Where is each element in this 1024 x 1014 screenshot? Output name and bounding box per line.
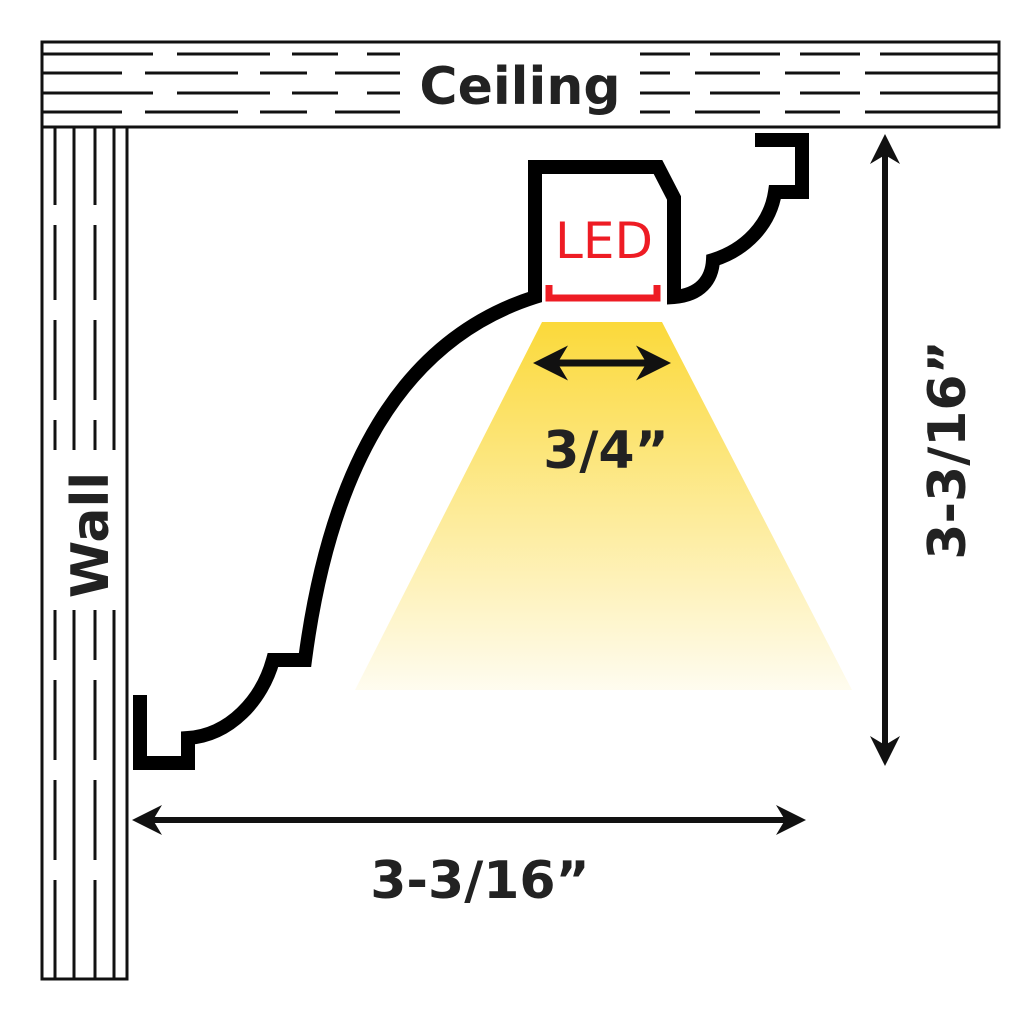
crown-molding-profile — [133, 133, 809, 770]
light-beam — [355, 322, 852, 690]
beam-width-label: 3/4” — [543, 421, 669, 481]
wall-board: Wall — [40, 125, 129, 981]
height-label: 3-3/16” — [918, 340, 978, 559]
led-label: LED — [555, 212, 653, 270]
ceiling-board: Ceiling — [40, 40, 1001, 129]
ceiling-label: Ceiling — [419, 57, 620, 117]
depth-label: 3-3/16” — [370, 851, 589, 911]
led-strip-icon — [545, 285, 661, 302]
wall-label: Wall — [61, 472, 121, 598]
